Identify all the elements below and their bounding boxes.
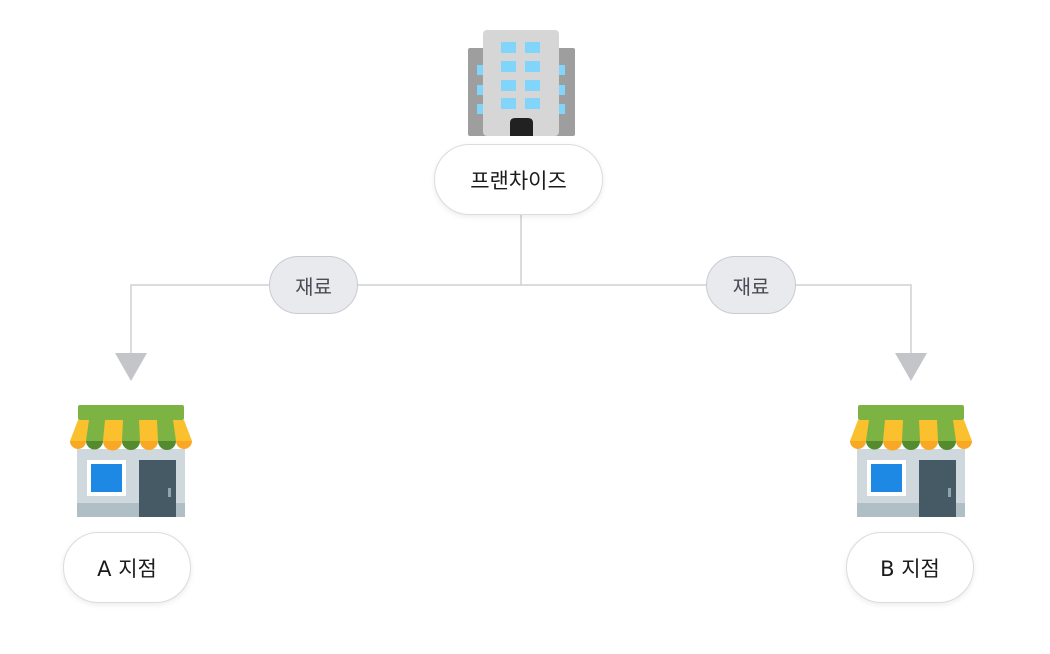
store-b-label: B 지점 — [880, 556, 940, 581]
edge-label-to-store-b: 재료 — [706, 256, 796, 314]
store-icon — [69, 405, 193, 517]
connector-hq-to-store-b — [521, 284, 912, 356]
store-a-node: A 지점 — [63, 532, 191, 603]
store-a-label: A 지점 — [97, 556, 157, 581]
edge-label-text: 재료 — [732, 274, 770, 299]
edge-label-text: 재료 — [295, 274, 332, 299]
franchise-label: 프랜차이즈 — [470, 168, 567, 193]
store-icon — [849, 405, 973, 517]
arrowhead-store-b — [895, 353, 927, 381]
store-b-node: B 지점 — [846, 532, 974, 603]
franchise-node: 프랜차이즈 — [434, 144, 603, 215]
edge-label-to-store-a: 재료 — [269, 256, 358, 314]
office-building-icon — [468, 30, 575, 136]
arrowhead-store-a — [115, 353, 147, 381]
